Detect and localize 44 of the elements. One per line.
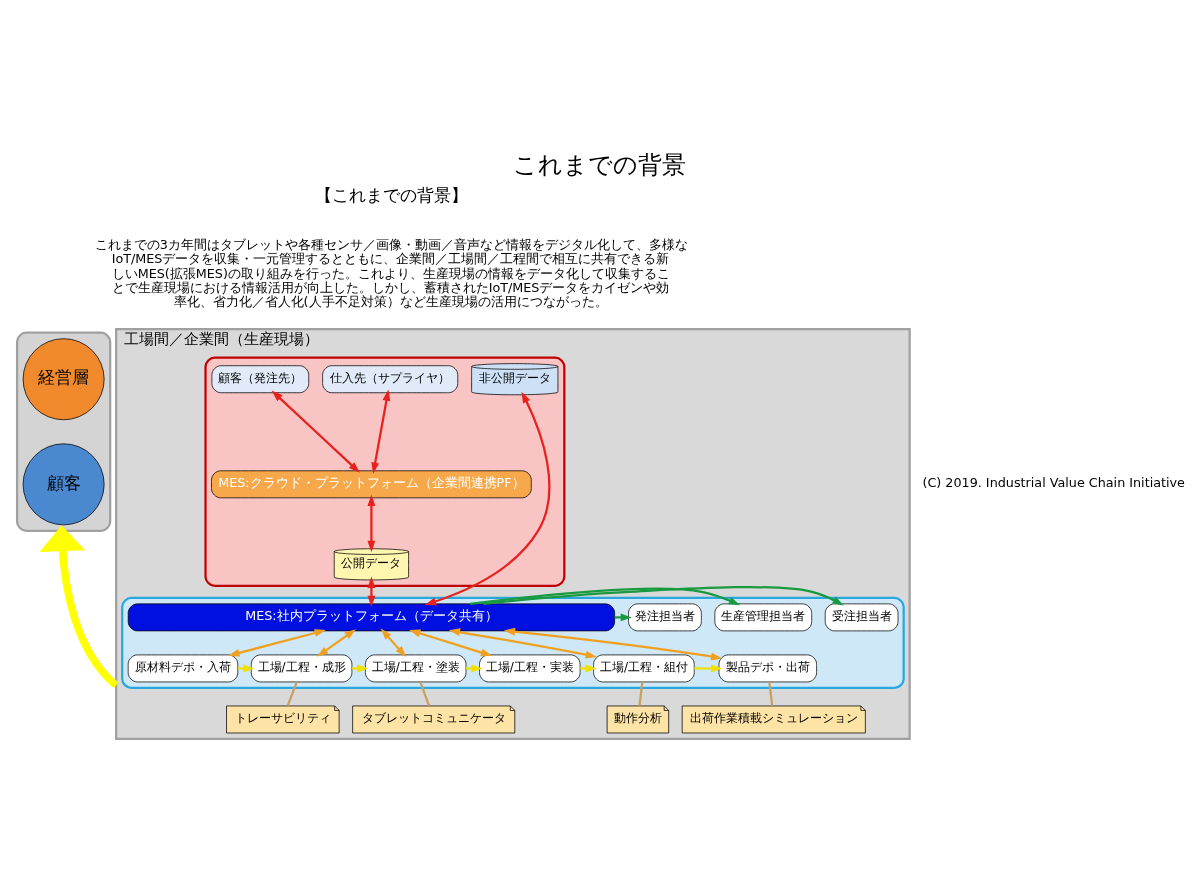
arrow xyxy=(448,628,597,659)
node-box: 製品デポ・出荷 xyxy=(718,654,817,683)
diagram-title: これまでの背景 xyxy=(513,151,687,180)
arrow xyxy=(466,664,483,673)
node-box: 発注担当者 xyxy=(628,603,702,632)
connector xyxy=(419,681,430,706)
node-box: 受注担当者 xyxy=(824,603,899,632)
arrow xyxy=(371,389,391,474)
connector xyxy=(638,682,644,706)
arrow xyxy=(317,629,356,657)
arrow xyxy=(237,664,255,673)
arrow xyxy=(469,587,741,606)
cluster xyxy=(15,331,112,532)
node-box: 工場/工程・塗装 xyxy=(365,654,467,683)
arrow xyxy=(367,494,376,553)
arrow xyxy=(503,627,723,661)
arrow xyxy=(271,390,360,473)
connector xyxy=(768,682,774,706)
label: これまでの3カ年間はタブレットや各種センサ／画像・動画／音声など情報をデジタル化して、多様なIoT/MESデータを収集・一元管理するとともに、企業間／工場間／工程間で相互に共有できる新しいMES(拡張MES)の取り組みを行った。これより、生産現場の情報をデータ化して収集することで生産現場における情報活用が向上した。しかし、蓄積されたIoT/MESデータをカイゼンや効率化、省力化／省人化(人手不足対策）など生産現場の活用につながった。 xyxy=(94,237,688,310)
arrow xyxy=(367,576,376,608)
node-box: MES:社内プラットフォーム（データ共有） xyxy=(127,603,615,632)
node-box: 生産管理担当者 xyxy=(714,603,813,632)
arrow xyxy=(409,629,493,657)
arrow xyxy=(39,525,119,689)
arrow xyxy=(351,664,369,673)
label: 【これまでの背景】 xyxy=(315,186,469,205)
arrow xyxy=(380,628,407,658)
node-box: 工場/工程・実装 xyxy=(479,654,581,683)
arrow xyxy=(580,664,597,673)
label: (C) 2019. Industrial Value Chain Initiative xyxy=(922,475,1185,491)
node-circle: 顧客 xyxy=(22,443,105,526)
node-box: 仕入先（サプライヤ） xyxy=(322,365,459,394)
arrow xyxy=(614,613,632,622)
connector xyxy=(286,681,298,707)
arrow xyxy=(424,391,551,606)
node-circle: 経営層 xyxy=(22,338,105,421)
arrow xyxy=(483,586,844,606)
node-box: 原材料デポ・入荷 xyxy=(127,654,239,683)
node-box: 工場/工程・成形 xyxy=(250,654,353,683)
node-box: 顧客（発注先） xyxy=(211,365,310,394)
arrow xyxy=(694,664,723,673)
node-box: MES:クラウド・プラットフォーム（企業間連携PF） xyxy=(211,470,532,499)
node-box: 工場/工程・組付 xyxy=(593,654,695,683)
arrow xyxy=(228,629,326,657)
